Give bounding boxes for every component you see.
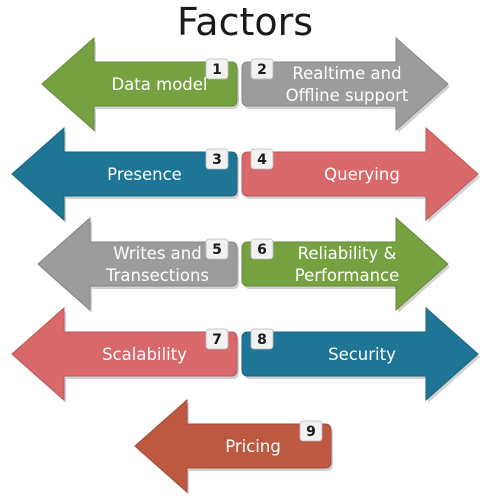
arrow-right-shape [241, 126, 479, 222]
factor-label: Scalability [102, 345, 187, 364]
number-badge [205, 238, 229, 260]
number-badge [205, 328, 229, 350]
number-badge [250, 148, 274, 170]
number-badge-label: 6 [257, 242, 267, 258]
factor-label: Writes and [113, 244, 201, 263]
arrow-left-shape [134, 398, 332, 494]
number-badge-label: 5 [212, 242, 222, 258]
number-badge [250, 238, 274, 260]
number-badge [299, 420, 323, 442]
factor-label: Security [328, 345, 396, 364]
number-badge-label: 7 [212, 332, 222, 348]
arrow-right-shape [241, 306, 479, 402]
factor-label: Performance [295, 266, 400, 285]
number-badge [250, 328, 274, 350]
factor-label: Reliability & [298, 244, 397, 263]
number-badge-label: 3 [212, 152, 222, 168]
factor-label: Transections [105, 266, 209, 285]
number-badge-label: 4 [257, 152, 267, 168]
factor-label: Presence [107, 165, 182, 184]
number-badge [205, 58, 229, 80]
arrow-right-shape [241, 216, 449, 312]
diagram-title: Factors [176, 0, 314, 44]
number-badge-label: 8 [257, 332, 267, 348]
arrow-left-shape [11, 126, 238, 222]
arrow-right-shape [241, 36, 449, 132]
arrow-left-shape [37, 216, 238, 312]
number-badge-label: 2 [257, 62, 267, 78]
number-badge-label: 9 [306, 424, 316, 440]
factor-label: Querying [324, 165, 400, 184]
factor-arrow-6: 6 Reliability & Performance [241, 216, 450, 313]
number-badge-label: 1 [212, 62, 222, 78]
factor-label: Data model [111, 75, 207, 94]
number-badge [205, 148, 229, 170]
number-badge [250, 58, 274, 80]
factor-label: Realtime and [292, 64, 401, 83]
arrow-left-shape [41, 36, 238, 132]
factor-label: Pricing [225, 437, 281, 456]
factor-label: Offline support [286, 86, 409, 105]
arrow-left-shape [11, 306, 238, 402]
